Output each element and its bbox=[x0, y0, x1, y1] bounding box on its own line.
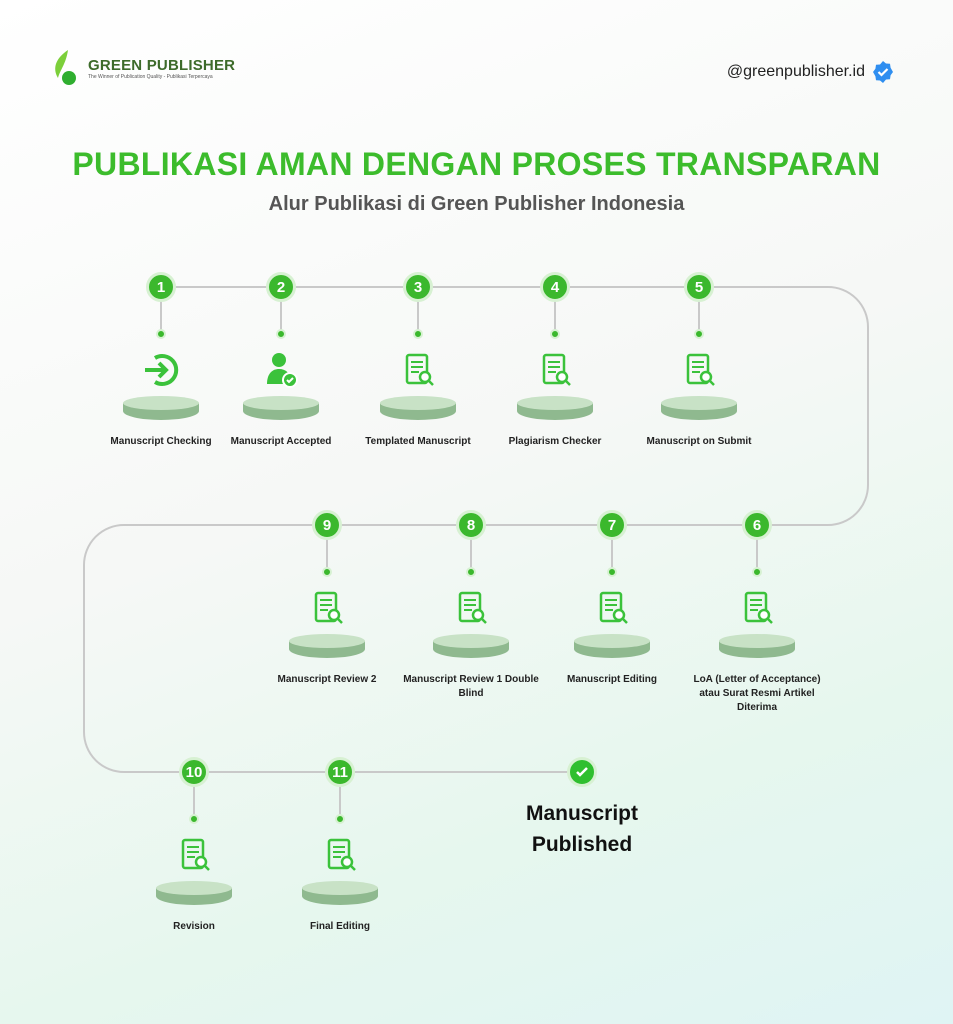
pedestal bbox=[289, 634, 365, 658]
pedestal bbox=[433, 634, 509, 658]
documents-search-icon bbox=[542, 353, 571, 386]
step-label: Revision bbox=[173, 921, 215, 932]
document-edit-icon bbox=[405, 353, 434, 386]
step-label: Manuscript Review 1 Double Blind bbox=[403, 674, 539, 699]
login-arrow-icon bbox=[145, 354, 179, 386]
brand-tagline: The Winner of Publication Quality - Publ… bbox=[88, 73, 213, 80]
pedestal bbox=[574, 634, 650, 658]
step-number: 5 bbox=[684, 272, 714, 302]
step-label: Plagiarism Checker bbox=[508, 436, 602, 447]
pedestal bbox=[661, 396, 737, 420]
step-label: Manuscript Accepted bbox=[230, 436, 332, 447]
clipboard-edit-icon bbox=[181, 838, 210, 871]
documents-check-icon bbox=[327, 838, 356, 871]
step-number: 2 bbox=[266, 272, 296, 302]
step-number: 3 bbox=[403, 272, 433, 302]
page-title: PUBLIKASI AMAN DENGAN PROSES TRANSPARAN bbox=[72, 146, 881, 182]
verified-badge-icon bbox=[873, 61, 893, 83]
step-number: 7 bbox=[597, 510, 627, 540]
step-label: Manuscript on Submit bbox=[646, 436, 752, 447]
leaf-logo-icon bbox=[55, 50, 76, 85]
brand-name: GREEN PUBLISHER bbox=[88, 56, 236, 74]
step-label: Final Editing bbox=[310, 921, 370, 932]
step-label: Manuscript Editing bbox=[567, 674, 657, 685]
step-number: 6 bbox=[742, 510, 772, 540]
handle-text: @greenpublisher.id bbox=[726, 63, 865, 80]
pedestal bbox=[380, 396, 456, 420]
page-subtitle: Alur Publikasi di Green Publisher Indone… bbox=[268, 193, 685, 215]
document-search-icon bbox=[458, 591, 487, 624]
step-number: 11 bbox=[325, 757, 355, 787]
step-number: 10 bbox=[179, 757, 209, 787]
step-number: 8 bbox=[456, 510, 486, 540]
document-send-icon bbox=[686, 353, 715, 386]
pedestal bbox=[517, 396, 593, 420]
step-label: Templated Manuscript bbox=[365, 436, 471, 447]
document-search-icon bbox=[314, 591, 343, 624]
pedestal bbox=[719, 634, 795, 658]
step-number: 4 bbox=[540, 272, 570, 302]
published-label: Manuscript Published bbox=[525, 802, 638, 856]
pedestal bbox=[243, 396, 319, 420]
step-label: Manuscript Review 2 bbox=[277, 674, 377, 685]
user-check-icon bbox=[267, 353, 298, 388]
published-check-icon bbox=[567, 757, 597, 787]
step-number: 9 bbox=[312, 510, 342, 540]
pedestal bbox=[123, 396, 199, 420]
step-number: 1 bbox=[146, 272, 176, 302]
certificate-icon bbox=[744, 591, 773, 624]
step-label: LoA (Letter of Acceptance) atau Surat Re… bbox=[693, 674, 821, 713]
social-handle[interactable]: @greenpublisher.id bbox=[727, 60, 895, 84]
pedestal bbox=[156, 881, 232, 905]
scroll-pen-icon bbox=[599, 591, 628, 624]
pedestal bbox=[302, 881, 378, 905]
step-label: Manuscript Checking bbox=[110, 436, 212, 447]
